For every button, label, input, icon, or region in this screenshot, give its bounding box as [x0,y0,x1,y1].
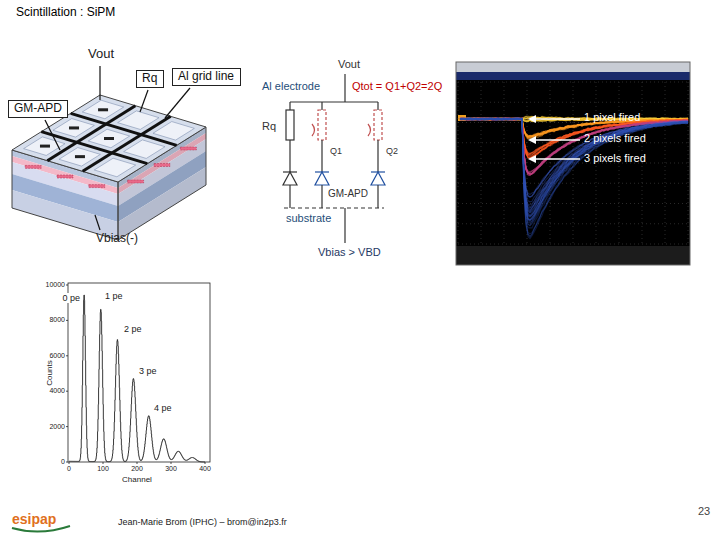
trace-label: 3 pixels fired [584,152,646,165]
peak-label: 4 pe [153,403,173,413]
substrate-label: substrate [286,212,331,225]
diode-label: GM-APD [328,188,368,200]
slide-title: Scintillation : SiPM [16,6,115,20]
scope-trace [460,118,688,239]
scope-trace [460,118,688,237]
scope-trace [460,118,688,226]
charge-label: Q1 [330,146,342,156]
sipm-circuit [283,74,385,243]
peak-label: 3 pe [138,366,158,376]
scope-trace [460,118,688,217]
callout-text: GM-APD [14,102,62,116]
page-number: 23 [698,505,710,518]
axis-tick-label: 6000 [49,352,65,360]
scope-trace [460,118,688,219]
callout-box: Al grid line [172,68,241,86]
callout-box: GM-APD [8,100,68,118]
callout-text: Al grid line [178,70,235,84]
axis-tick-label: 300 [165,465,177,473]
scope-trace [460,118,688,220]
resistor-label: Rq [262,120,276,133]
scope-trace [460,118,688,220]
axis-tick-label: 100 [97,465,109,473]
pe-histogram [66,283,210,464]
axis-title: Channel [122,475,152,484]
scope-trace [460,118,688,234]
charge-label: Qtot = Q1+Q2=2Q [352,80,442,93]
voltage-label: Vbias(-) [96,232,138,246]
scope-trace [460,118,688,225]
scope-trace [460,118,688,222]
charge-label: Q2 [386,146,398,156]
peak-label: 1 pe [104,291,124,301]
axis-tick-label: 8000 [49,316,65,324]
scope-trace [460,118,688,217]
scope-trace [460,118,688,216]
peak-label: 0 pe [61,293,81,303]
voltage-label: Vout [88,47,114,62]
footer-credit: Jean-Marie Brom (IPHC) – brom@in2p3.fr [118,517,287,527]
trace-label: 2 pixels fired [584,132,646,145]
oscilloscope-screen [456,62,690,265]
axis-tick-label: 4000 [49,387,65,395]
peak-label: 2 pe [123,324,143,334]
axis-tick-label: 0 [67,465,71,473]
trace-label: 1 pixel fired [584,111,640,124]
axis-tick-label: 2000 [49,423,65,431]
axis-tick-label: 200 [131,465,143,473]
electrode-label: Al electrode [262,80,320,93]
leader-line [45,66,190,230]
scope-trace [460,118,688,221]
scope-trace [460,118,688,236]
logo-text: esipap [12,511,56,527]
scope-trace [460,118,688,228]
scope-grid [458,82,688,244]
callout-text: Rq [142,72,158,86]
voltage-label: Vout [338,58,360,71]
voltage-label: Vbias > VBD [318,246,381,259]
scope-trace [460,118,688,220]
scope-trace [460,118,688,213]
axis-tick-label: 0 [61,458,65,466]
axis-tick-label: 10000 [46,281,65,289]
trace-pointer [528,115,580,163]
scope-traces [460,116,688,238]
axis-tick-label: 400 [199,465,211,473]
scope-trace [460,118,688,223]
callout-box: Rq [136,70,164,88]
axis-title: Counts [45,360,54,385]
